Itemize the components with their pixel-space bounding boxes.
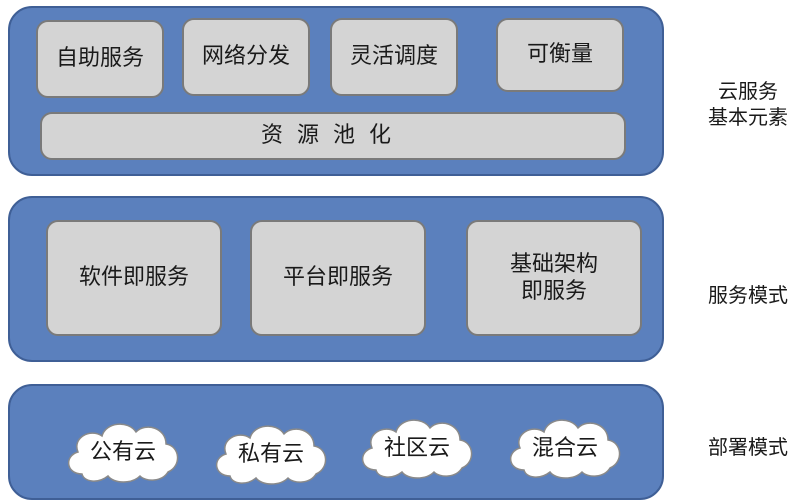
measurable-box: 可衡量 [496, 18, 624, 92]
community-cloud-label: 社区云 [383, 436, 450, 461]
network-distribution-box: 网络分发 [182, 18, 310, 96]
paas-box: 平台即服务 [250, 220, 426, 336]
deployment-label: 部署模式 [708, 435, 788, 459]
cloud-elements-label: 云服务 基本元素 [708, 79, 788, 129]
public-cloud: 公有云 [62, 414, 184, 486]
cloud-shape-icon [362, 419, 473, 479]
flexible-scheduling-box: 灵活调度 [330, 18, 458, 96]
public-cloud-label: 公有云 [89, 440, 156, 465]
community-cloud: 社区云 [356, 410, 478, 482]
service-models-label: 服务模式 [708, 283, 788, 307]
resource-pooling-bar: 资源池化 [40, 112, 626, 160]
self-service-box: 自助服务 [36, 20, 164, 98]
private-cloud: 私有云 [210, 416, 332, 488]
iaas-box: 基础架构 即服务 [466, 220, 642, 336]
cloud-shape-icon [510, 419, 621, 479]
saas-box: 软件即服务 [46, 220, 222, 336]
hybrid-cloud: 混合云 [504, 410, 626, 482]
cloud-shape-icon [68, 423, 179, 483]
cloud-shape-icon [216, 425, 327, 485]
private-cloud-label: 私有云 [237, 442, 304, 467]
hybrid-cloud-label: 混合云 [531, 436, 598, 461]
